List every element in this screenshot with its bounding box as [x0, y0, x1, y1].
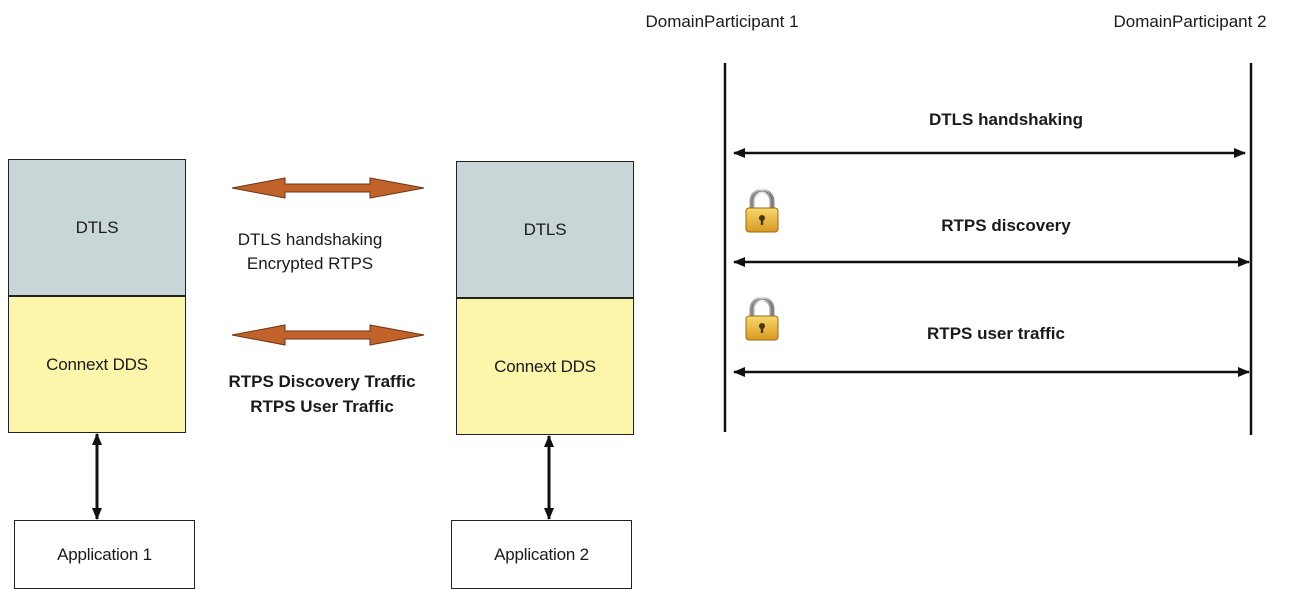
dtls-right-label: DTLS [523, 219, 567, 239]
participant-2-label: DomainParticipant 2 [1113, 12, 1267, 31]
app-right-label: Application 2 [494, 544, 589, 564]
dtls-box-left: DTLS [8, 159, 186, 296]
message-label-discovery: RTPS discovery [941, 216, 1071, 235]
middle-bottom-line2: RTPS User Traffic [250, 397, 394, 416]
application-box-left: Application 1 [14, 520, 195, 589]
double-arrow-icon [231, 324, 425, 346]
lock-icon [745, 188, 779, 233]
middle-top-line2: Encrypted RTPS [246, 254, 374, 273]
connext-dds-box-left: Connext DDS [8, 296, 186, 433]
lock-icon [745, 296, 779, 341]
app-left-label: Application 1 [57, 544, 152, 564]
dtls-left-label: DTLS [75, 217, 119, 237]
message-label-user-traffic: RTPS user traffic [927, 324, 1065, 343]
participant-1-label: DomainParticipant 1 [645, 12, 799, 31]
middle-bottom-line1: RTPS Discovery Traffic [228, 372, 416, 391]
dds-right-label: Connext DDS [494, 356, 596, 376]
double-arrow-icon [231, 177, 425, 199]
dds-left-label: Connext DDS [46, 354, 148, 374]
message-label-handshaking: DTLS handshaking [929, 110, 1083, 129]
middle-top-line1: DTLS handshaking [237, 230, 383, 249]
application-box-right: Application 2 [451, 520, 632, 589]
dtls-box-right: DTLS [456, 161, 634, 298]
connext-dds-box-right: Connext DDS [456, 298, 634, 435]
